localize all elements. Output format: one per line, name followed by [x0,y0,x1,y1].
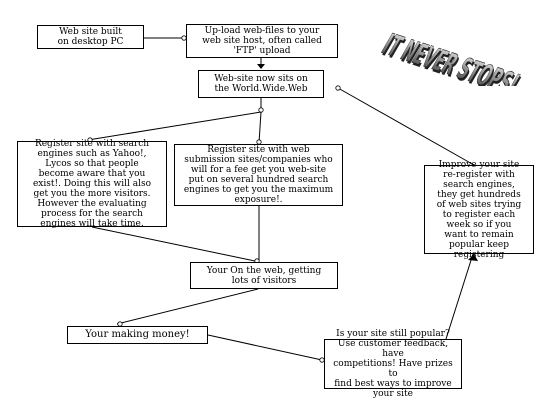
node-improve-site: Improve your site re-register with searc… [424,160,534,260]
connector-visitors-money [116,288,259,325]
node-site-built: Web site built on desktop PC [37,25,144,49]
node-making-money: Your making money! [67,326,208,344]
node-register-submission-sites: Register site with web submission sites/… [174,144,343,206]
node-upload-files: Up-load web-files to your web site host,… [186,24,338,58]
connector-engines-visitors [91,226,256,262]
node-site-on-web: Web-site now sits on the World.Wide.Web [198,70,324,98]
logo-text: IT NEVER STOPS! [376,28,525,86]
connector-node [335,85,341,91]
connector-to-engines [87,111,262,141]
node-getting-visitors: Your On the web, getting lots of visitor… [190,262,338,289]
node-register-search-engines: Register site with search engines such a… [17,139,167,229]
arrowhead-icon [468,254,478,261]
connector-money-popular [207,334,323,361]
it-never-stops-logo: IT NEVER STOPS! IT NEVER STOPS! [376,28,526,86]
connector-improve-sits [337,87,475,166]
connector-to-submission [258,111,262,144]
arrowhead-icon [257,64,265,69]
node-still-popular: Is your site still popular? Use customer… [324,329,462,399]
connector-node [258,107,264,113]
connector-popular-improve [445,253,474,340]
